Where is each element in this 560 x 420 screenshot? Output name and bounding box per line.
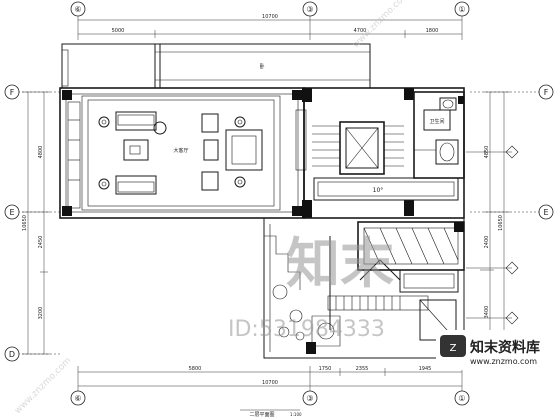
left-dim-2: 2450 bbox=[38, 236, 44, 249]
watermark: www.znzmo.com www.znzmo.com 知末 ID:531984… bbox=[13, 0, 560, 416]
axis-bottom-1: ⑥ bbox=[74, 394, 81, 403]
axis-top-3: ① bbox=[458, 5, 465, 14]
bottom-dim-4: 1945 bbox=[419, 366, 432, 372]
diagonal-watermark-top: www.znzmo.com bbox=[351, 0, 411, 50]
brand-logo-icon: Z bbox=[440, 335, 466, 357]
plan-title: 二层平面图 bbox=[249, 412, 274, 418]
brand-url: www.znzmo.com bbox=[470, 357, 537, 366]
top-dim-2: 4700 bbox=[354, 28, 367, 34]
bottom-total-dim: 10700 bbox=[262, 380, 278, 386]
left-total-dim: 10650 bbox=[22, 215, 28, 231]
grid-axes-bottom: ⑥ ③ ① bbox=[70, 390, 470, 406]
axis-bottom-2: ③ bbox=[306, 394, 313, 403]
axis-top-2: ③ bbox=[306, 5, 313, 14]
bottom-dim-1: 5800 bbox=[189, 366, 202, 372]
axis-right-F: F bbox=[544, 88, 549, 97]
bottom-dim-2: 1750 bbox=[319, 366, 332, 372]
right-total-dim: 10650 bbox=[498, 215, 504, 231]
right-dim-3: 3400 bbox=[484, 306, 490, 319]
grid-axes-top: ⑥ ③ ① bbox=[70, 1, 470, 17]
grid-axes-right: F E D bbox=[470, 84, 554, 362]
right-dimension-chain: 4850 2400 3400 10650 bbox=[480, 91, 510, 355]
bathroom: 卫生间 bbox=[413, 91, 465, 179]
grid-axes-left: F E D bbox=[4, 84, 60, 362]
top-total-dim: 10700 bbox=[262, 14, 278, 20]
bottom-dimension-chain: 5800 1750 2355 1945 10700 bbox=[77, 366, 463, 392]
top-dimension-chain: 10700 5000 4700 1800 bbox=[77, 14, 463, 40]
top-dim-3: 1800 bbox=[426, 28, 439, 34]
living-room-label: 大客厅 bbox=[173, 147, 188, 154]
bathroom-label: 卫生间 bbox=[429, 118, 444, 125]
brand-name: 知末资料库 bbox=[470, 339, 540, 356]
right-dim-2: 2400 bbox=[484, 236, 490, 249]
top-dim-1: 5000 bbox=[112, 28, 125, 34]
axis-bottom-3: ① bbox=[458, 394, 465, 403]
id-watermark: ID:531984333 bbox=[228, 317, 385, 342]
axis-left-D: D bbox=[9, 350, 15, 359]
left-dim-3: 3200 bbox=[38, 307, 44, 320]
logo-watermark: 知末 bbox=[286, 232, 394, 295]
plan-scale: 1:100 bbox=[290, 412, 302, 417]
living-room: 大客厅 bbox=[59, 87, 305, 219]
diagonal-watermark-bottom: www.znzmo.com bbox=[13, 356, 73, 416]
left-dimension-chain: 10650 4800 2450 3200 bbox=[22, 91, 50, 355]
left-dim-1: 4800 bbox=[38, 146, 44, 159]
corridor-label: 10° bbox=[373, 187, 384, 194]
svg-text:Z: Z bbox=[450, 343, 457, 354]
upper-room-label: 卧 bbox=[259, 63, 264, 70]
section-marker-icons bbox=[466, 145, 519, 325]
stair-core: 10° bbox=[295, 87, 465, 219]
axis-left-F: F bbox=[10, 88, 15, 97]
upper-room: 卧 bbox=[61, 43, 371, 89]
lower-area bbox=[263, 217, 465, 359]
axis-top-1: ⑥ bbox=[74, 5, 81, 14]
plan-title-block: 二层平面图 1:100 bbox=[240, 409, 302, 418]
axis-right-E: E bbox=[543, 208, 548, 217]
bottom-dim-3: 2355 bbox=[356, 366, 369, 372]
axis-left-E: E bbox=[9, 208, 14, 217]
